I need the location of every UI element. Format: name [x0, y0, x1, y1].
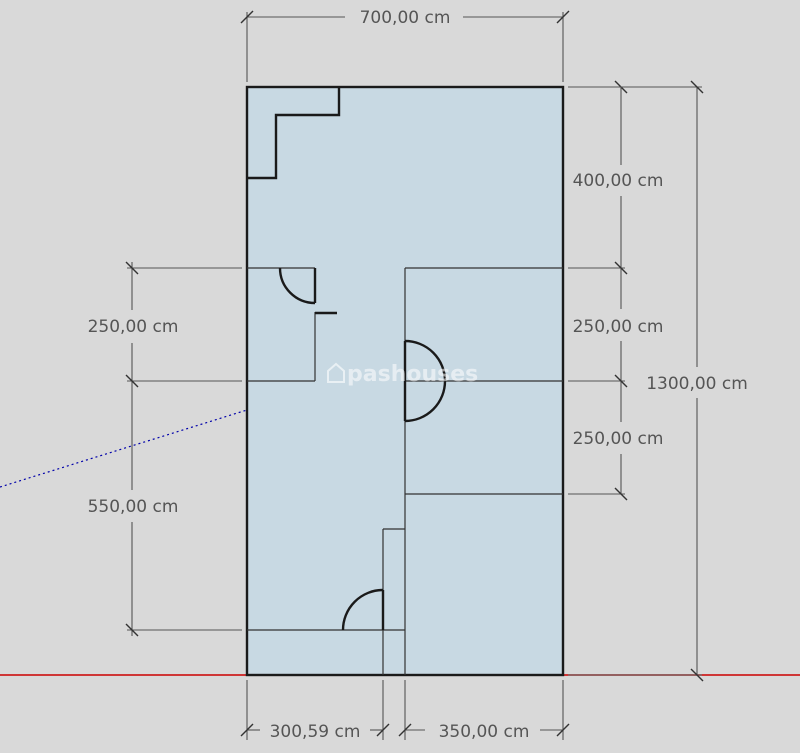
inference-guide-line	[0, 409, 248, 488]
watermark-text: pashouses	[347, 362, 478, 387]
right-middle-label: 250,00 cm	[573, 317, 664, 337]
left-chain-dimension: 250,00 cm 550,00 cm	[88, 261, 242, 637]
stair-landing-wall	[247, 87, 341, 180]
top-width-dimension: 700,00 cm	[240, 8, 570, 82]
right-upper-label: 400,00 cm	[573, 171, 664, 191]
bathroom-door-swing	[278, 267, 316, 305]
left-upper-label: 250,00 cm	[88, 317, 179, 337]
total-height-label: 1300,00 cm	[646, 374, 748, 394]
total-height-dimension: 1300,00 cm	[568, 80, 748, 682]
left-lower-label: 550,00 cm	[88, 497, 179, 517]
top-width-label: 700,00 cm	[360, 8, 451, 28]
house-outline-icon	[327, 362, 345, 383]
right-lower-label: 250,00 cm	[573, 429, 664, 449]
lower-door-swing	[341, 588, 384, 631]
bottom-right-label: 350,00 cm	[439, 722, 530, 742]
bottom-chain-dimension: 300,59 cm 350,00 cm	[240, 680, 570, 742]
pashouses-watermark: pashouses	[327, 362, 478, 387]
double-door-swing	[404, 339, 447, 423]
right-chain-dimension: 400,00 cm 250,00 cm 250,00 cm	[568, 80, 664, 501]
bottom-left-label: 300,59 cm	[270, 722, 361, 742]
